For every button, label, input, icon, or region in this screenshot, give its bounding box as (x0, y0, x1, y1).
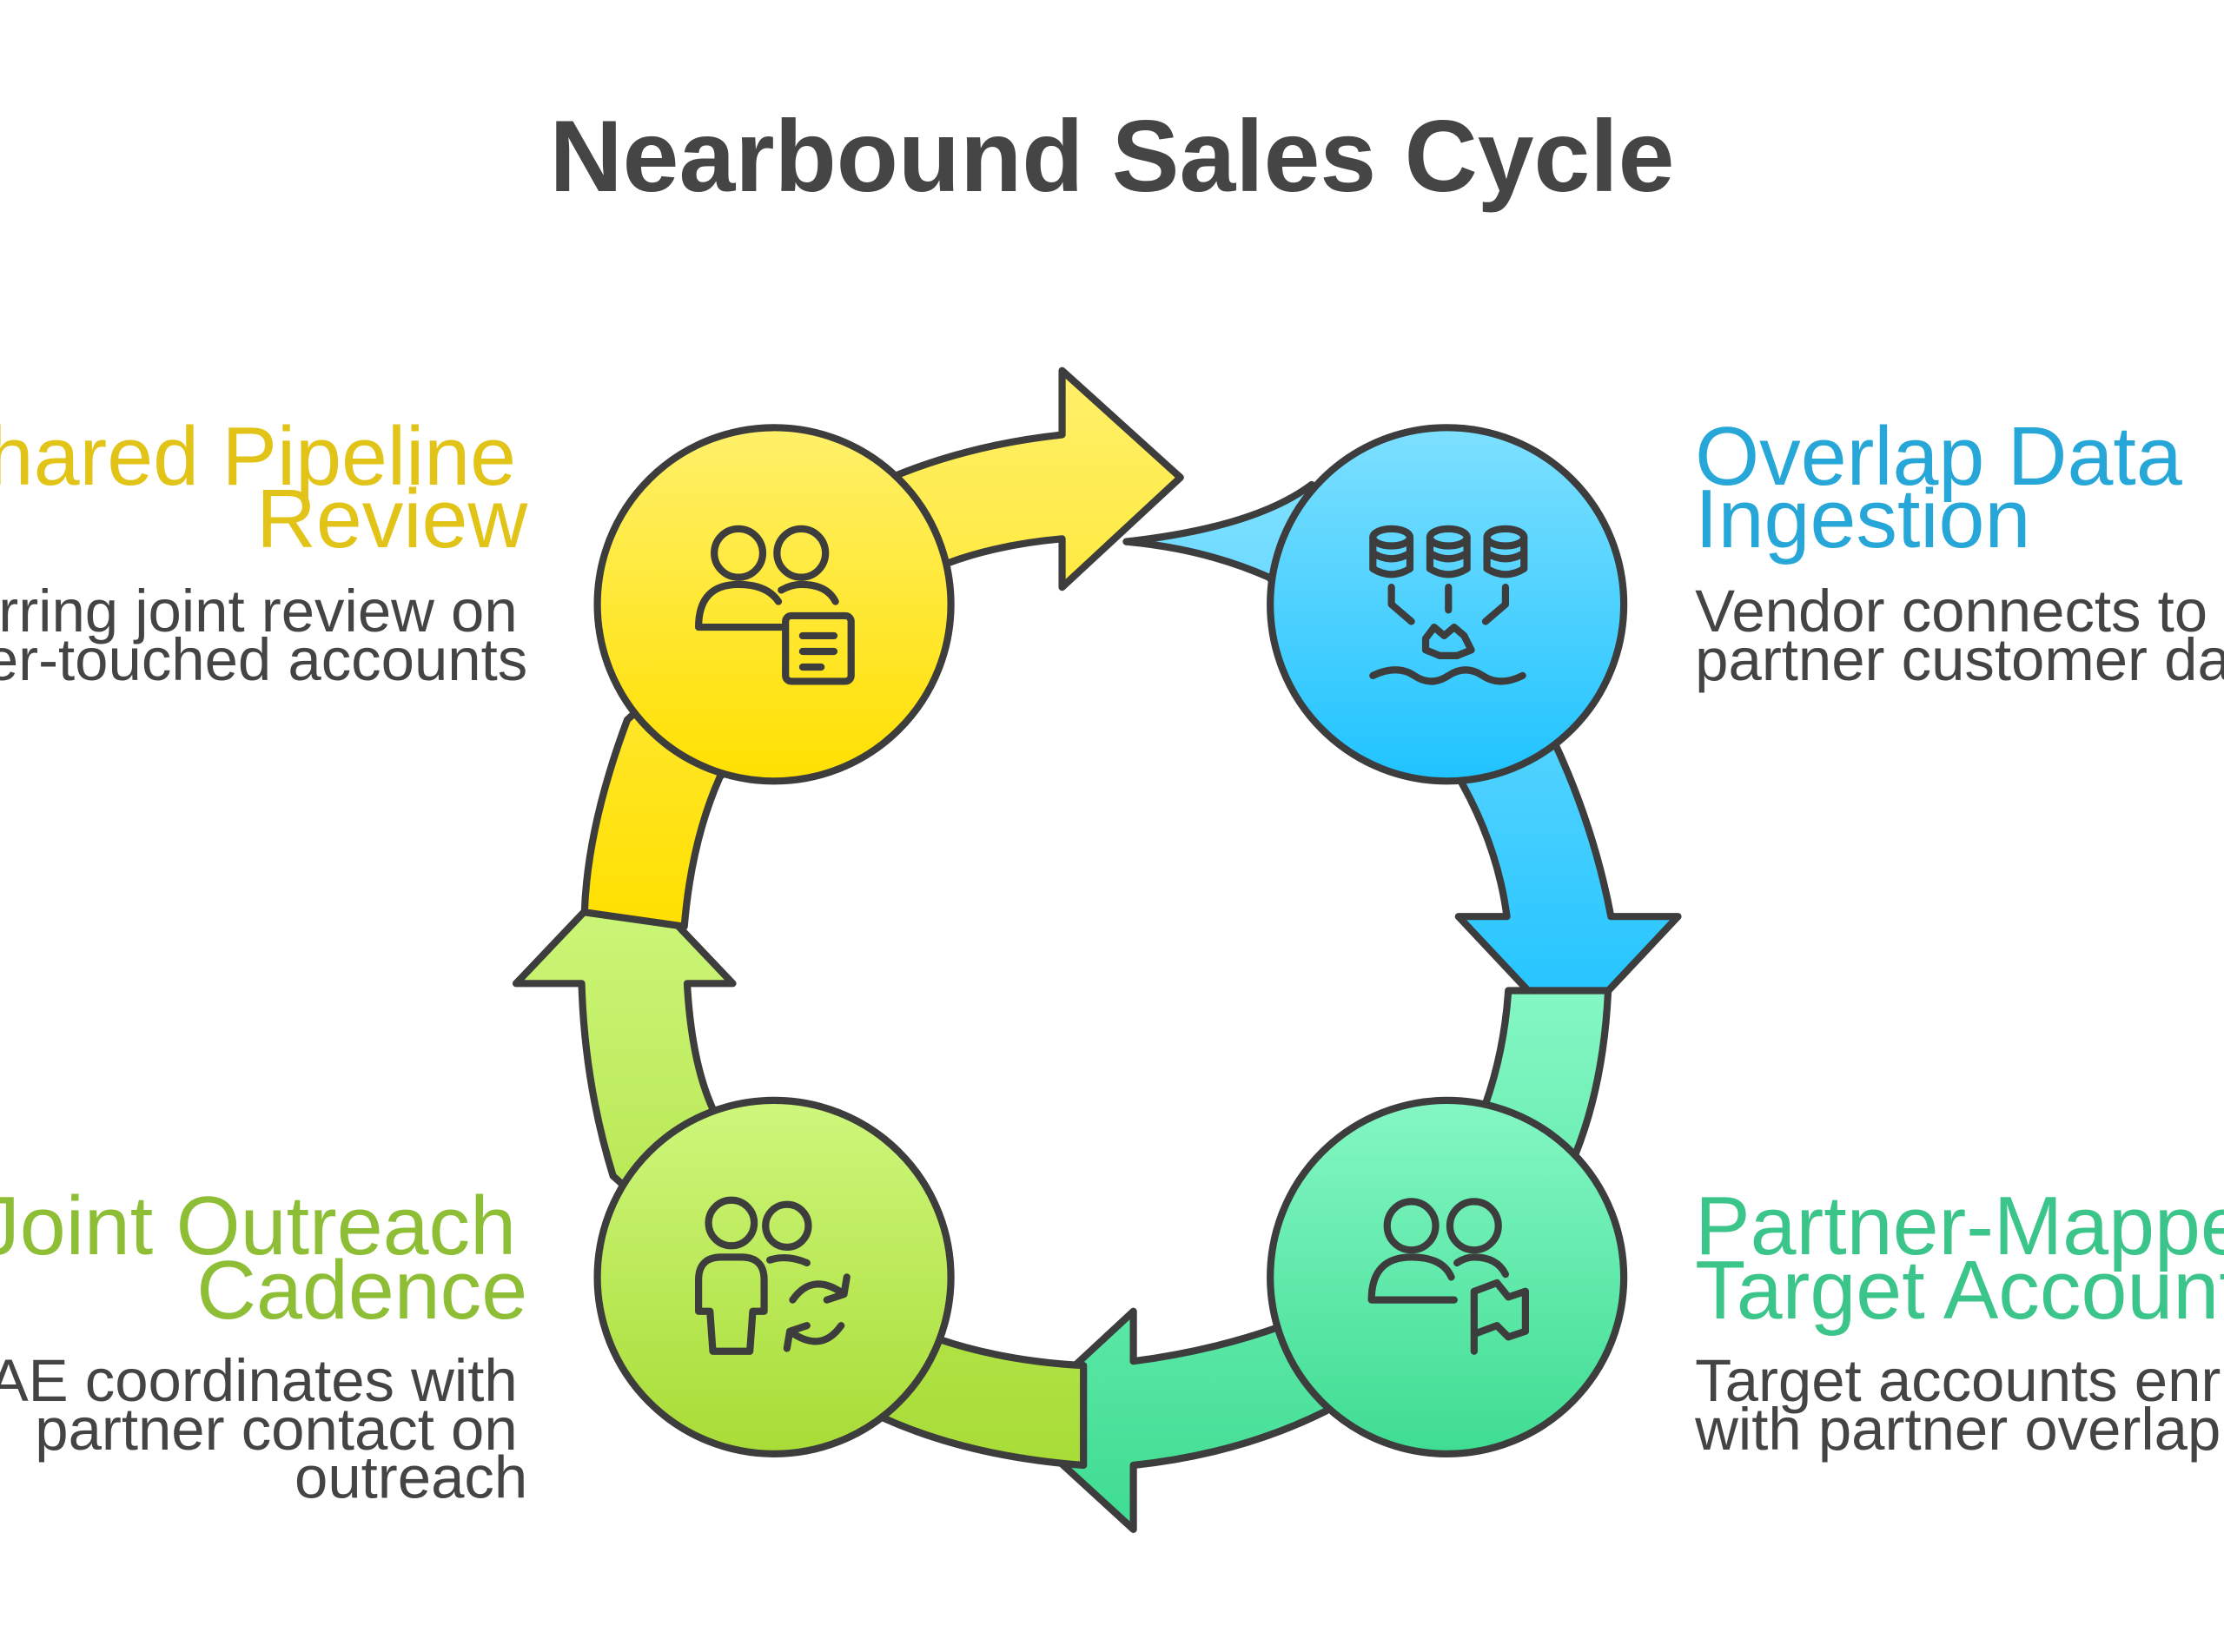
joint-outreach-circle (593, 1096, 955, 1457)
overlap-data-title-line2: Ingestion (1695, 473, 2030, 565)
joint-outreach-label: Joint Outreach Cadence AE coordinates wi… (0, 1180, 527, 1511)
partner-mapped-label: Partner-Mapped Target Account List Targe… (1694, 1180, 2224, 1463)
shared-pipeline-desc-line1: Recurring joint review on (0, 578, 518, 644)
arrow-ingestion-to-mapped (1122, 480, 1682, 1037)
joint-outreach-desc-line3: outreach (295, 1444, 527, 1511)
people-cycle-icon (695, 1196, 851, 1355)
overlap-data-title-line1: Overlap Data (1695, 411, 2182, 503)
arrow-review-to-ingestion (580, 367, 1184, 930)
overlap-data-desc-line2: partner customer data (1695, 626, 2224, 693)
diagram-title: Nearbound Sales Cycle (550, 100, 1675, 213)
joint-outreach-title-line2: Cadence (196, 1245, 527, 1337)
partner-mapped-title-line2: Target Account List (1695, 1245, 2224, 1337)
people-document-icon (695, 525, 855, 685)
people-flag-icon (1367, 1198, 1529, 1355)
joint-outreach-desc-line2: partner contact on (35, 1396, 517, 1463)
partner-mapped-desc-line1: Target accounts enriched (1695, 1347, 2224, 1414)
joint-outreach-title-line1: Joint Outreach (0, 1180, 516, 1272)
shared-pipeline-title-line2: Review (256, 473, 527, 565)
shared-pipeline-desc-line2: partner-touched accounts (0, 626, 527, 693)
arrow-mapped-to-outreach (1011, 987, 1612, 1533)
arrow-outreach-to-review (512, 865, 1088, 1470)
shared-pipeline-label: Shared Pipeline Review Recurring joint r… (0, 411, 527, 693)
partner-mapped-desc-line2: with partner overlap (1694, 1396, 2221, 1463)
joint-outreach-desc-line1: AE coordinates with (0, 1347, 518, 1414)
database-ingestion-icon (1369, 525, 1528, 685)
partner-mapped-title-line1: Partner-Mapped (1695, 1180, 2224, 1272)
overlap-data-label: Overlap Data Ingestion Vendor connects t… (1695, 411, 2224, 693)
shared-pipeline-circle (593, 424, 955, 785)
overlap-data-desc-line1: Vendor connects to (1695, 578, 2207, 644)
partner-mapped-circle (1267, 1096, 1628, 1457)
shared-pipeline-title-line1: Shared Pipeline (0, 411, 516, 503)
